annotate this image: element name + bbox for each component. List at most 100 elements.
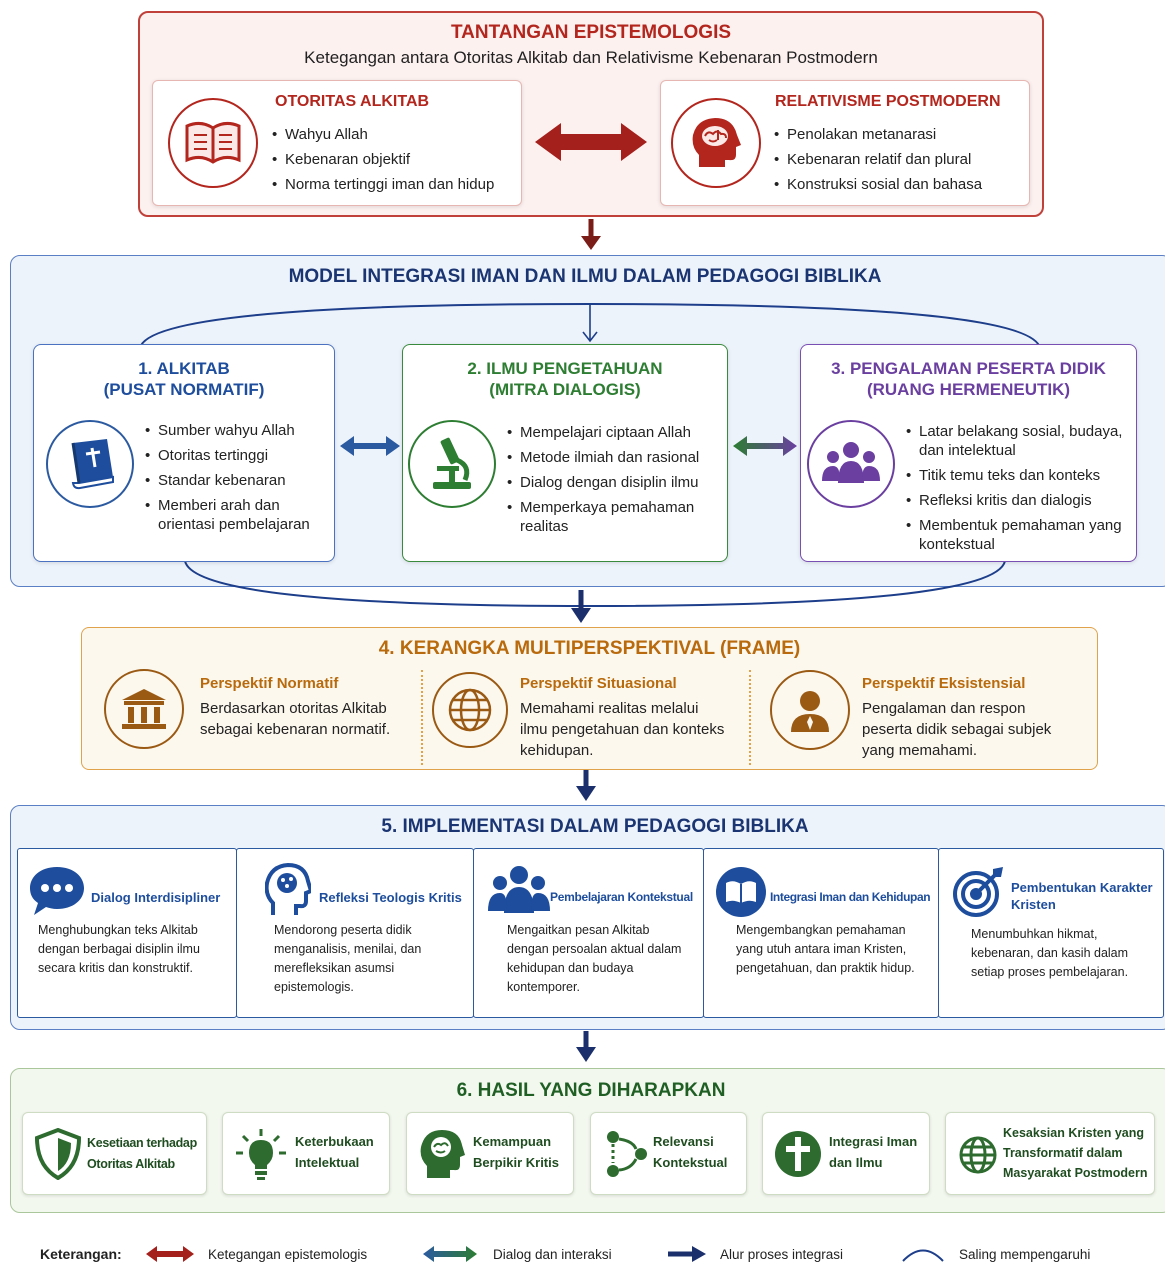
bible-icon [46,420,134,508]
list-item: Wahyu Allah [272,125,517,144]
implementation-item-title: Pembentukan Karakter Kristen [1011,880,1153,912]
science-column-list: Mempelajari ciptaan Allah Metode ilmiah … [507,423,722,542]
postmodern-relativism-title: RELATIVISME POSTMODERN [775,93,1001,110]
integration-model-title: MODEL INTEGRASI IMAN DAN ILMU DALAM PEDA… [288,266,882,287]
list-item: Titik temu teks dan konteks [906,466,1132,485]
list-item: Memberi arah dan orientasi pembelajaran [145,496,330,534]
implementation-item: Refleksi Teologis Kritis Mendorong peser… [236,848,474,1018]
result-item-label: Integrasi Iman dan Ilmu [829,1134,918,1170]
person-icon [770,670,850,750]
bible-column-list: Sumber wahyu Allah Otoritas tertinggi St… [145,421,330,540]
result-item: Kesaksian Kristen yang Transformatif dal… [945,1112,1155,1195]
implementation-item: Pembentukan Karakter Kristen Menumbuhkan… [938,848,1164,1018]
normative-perspective-title: Perspektif Normatif [200,675,339,692]
implementation-item-title: Pembelajaran Kontekstual [550,890,693,904]
head-brain-icon [264,862,314,922]
group-people-icon [807,420,895,508]
existential-perspective-text: Pengalaman dan respon peserta didik seba… [862,700,1052,759]
mutual-influence-arc [139,302,1041,349]
list-item: Norma tertinggi iman dan hidup [272,175,517,194]
flow-arrow-icon [581,219,601,250]
implementation-item-title: Refleksi Teologis Kritis [319,890,462,905]
bible-authority-list: Wahyu Allah Kebenaran objektif Norma ter… [272,125,517,200]
list-item: Dialog dengan disiplin ilmu [507,473,722,492]
bible-authority-title: OTORITAS ALKITAB [275,93,430,110]
science-column-title: 2. ILMU PENGETAHUAN(MITRA DIALOGIS) [467,359,663,399]
tension-arrow-icon [146,1246,194,1262]
learner-experience-column-title: 3. PENGALAMAN PESERTA DIDIK(RUANG HERMEN… [831,359,1106,399]
list-item: Kebenaran relatif dan plural [774,150,1026,169]
list-item: Standar kebenaran [145,471,330,490]
globe-icon [958,1135,998,1180]
result-item: Kemampuan Berpikir Kritis [406,1112,574,1195]
target-icon [951,865,1005,924]
dialog-arrow-icon [423,1246,477,1262]
situational-perspective-text: Memahami realitas melalui ilmu pengetahu… [520,700,725,759]
challenge-title: TANTANGAN EPISTEMOLOGIS [450,22,732,43]
result-item-label: Keterbukaan Intelektual [295,1134,374,1170]
divider [421,670,423,765]
implementation-item: Dialog Interdisipliner Menghubungkan tek… [17,848,237,1018]
result-item: Integrasi Iman dan Ilmu [762,1112,930,1195]
lightbulb-icon [235,1128,287,1187]
result-item-label: Relevansi Kontekstual [653,1134,728,1170]
result-item: Keterbukaan Intelektual [222,1112,390,1195]
implementation-title: 5. IMPLEMENTASI DALAM PEDAGOGI BIBLIKA [381,816,809,837]
cycle-arrows-icon [605,1129,649,1184]
list-item: Mempelajari ciptaan Allah [507,423,722,442]
list-item: Metode ilmiah dan rasional [507,448,722,467]
legend-item: Dialog dan interaksi [493,1247,612,1262]
normative-perspective-text: Berdasarkan otoritas Alkitab sebagai keb… [200,700,391,738]
implementation-item-text: Menghubungkan teks Alkitab dengan berbag… [38,923,200,975]
list-item: Otoritas tertinggi [145,446,330,465]
flow-arrow-icon [576,1031,596,1062]
legend-item: Saling mempengaruhi [959,1247,1091,1262]
microscope-icon [408,420,496,508]
implementation-item-text: Mengembangkan pemahaman yang utuh antara… [736,923,915,975]
list-item: Kebenaran objektif [272,150,517,169]
situational-perspective-title: Perspektif Situasional [520,675,677,692]
result-item-label: Kesaksian Kristen yang Transformatif dal… [1003,1126,1148,1180]
implementation-item-text: Mendorong peserta didik menganalisis, me… [274,923,422,994]
open-book-icon [168,98,258,188]
shield-icon [33,1127,83,1185]
chat-bubble-icon [28,865,86,922]
mutual-influence-arc-icon [902,1249,944,1262]
implementation-item-title: Integrasi Iman dan Kehidupan [770,890,931,904]
legend-label: Keterangan: [40,1246,122,1262]
legend-item: Ketegangan epistemologis [208,1247,368,1262]
implementation-item-text: Menumbuhkan hikmat, kebenaran, dan kasih… [971,927,1129,979]
list-item: Latar belakang sosial, budaya, dan intel… [906,422,1132,460]
dialog-arrow-icon [340,436,400,456]
implementation-item: Integrasi Iman dan Kehidupan Mengembangk… [703,848,939,1018]
flow-arrow-icon [571,590,591,623]
challenge-subtitle: Ketegangan antara Otoritas Alkitab dan R… [304,48,878,67]
dialog-arrow-icon [733,436,797,456]
group-people-icon [488,865,550,920]
result-item-label: Kemampuan Berpikir Kritis [473,1134,559,1170]
list-item: Penolakan metanarasi [774,125,1026,144]
result-item: Relevansi Kontekstual [590,1112,747,1195]
flow-arrow-icon [668,1246,706,1262]
globe-icon [432,672,508,748]
head-brain-icon [419,1128,465,1185]
cross-icon [775,1131,821,1177]
learner-experience-column-list: Latar belakang sosial, budaya, dan intel… [906,422,1132,560]
open-book-icon [716,867,766,917]
temple-icon [104,669,184,749]
frame-title: 4. KERANGKA MULTIPERSPEKTIVAL (FRAME) [378,638,801,659]
list-item: Konstruksi sosial dan bahasa [774,175,1026,194]
flow-arrow-icon [576,770,596,801]
mutual-influence-arc [184,560,1006,608]
result-item-label: Kesetiaan terhadap Otoritas Alkitab [87,1136,197,1171]
list-item: Memperkaya pemahaman realitas [507,498,722,536]
divider [749,670,751,765]
frame-panel [81,627,1098,770]
head-brain-icon [671,98,761,188]
tension-arrow-icon [535,123,647,161]
implementation-item-text: Mengaitkan pesan Alkitab dengan persoala… [507,923,682,994]
bible-column-title: 1. ALKITAB(PUSAT NORMATIF) [103,359,265,399]
list-item: Sumber wahyu Allah [145,421,330,440]
list-item: Refleksi kritis dan dialogis [906,491,1132,510]
implementation-item-title: Dialog Interdisipliner [91,890,221,905]
